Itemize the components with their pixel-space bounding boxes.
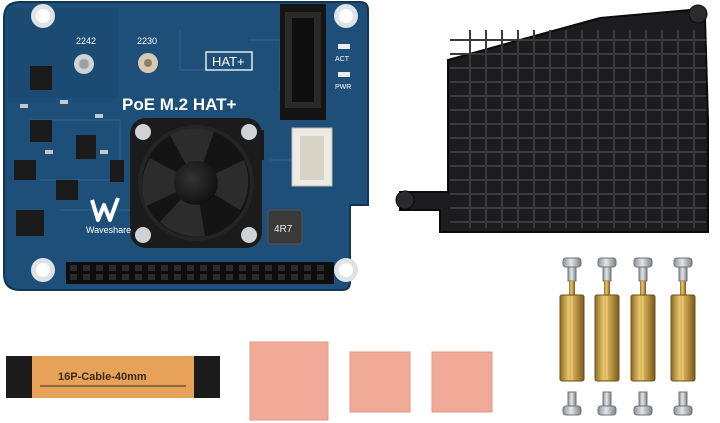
brass-standoff — [559, 281, 585, 382]
screw — [562, 391, 582, 416]
hat-tag-box — [205, 51, 253, 71]
thermal-pad — [249, 341, 329, 421]
thermal-pad — [431, 351, 493, 413]
hat-tag: HAT+ — [212, 54, 245, 69]
thermal-pads — [249, 341, 493, 421]
heatsink — [395, 4, 709, 233]
screw — [673, 391, 693, 416]
poe-m2-hat-board: 2242 2230 HAT+ PoE M.2 HAT+ ACT PWR — [3, 1, 369, 291]
brass-standoff — [594, 281, 620, 382]
standoff-2242-label: 2242 — [76, 36, 96, 46]
led-pwr-label: PWR — [335, 84, 351, 91]
screw — [633, 391, 653, 416]
fpc-cable: 16P-Cable-40mm — [6, 356, 220, 398]
mounting-holes — [31, 4, 358, 282]
brass-standoff — [630, 281, 656, 382]
cable-label: 16P-Cable-40mm — [58, 371, 147, 383]
screw — [673, 257, 693, 282]
thermal-pad — [349, 351, 411, 413]
inductor — [267, 209, 303, 245]
screw — [633, 257, 653, 282]
gpio-header — [66, 262, 334, 284]
brass-standoff — [670, 281, 696, 382]
standoffs-and-screws — [559, 257, 696, 416]
standoff-2230-label: 2230 — [137, 36, 157, 46]
led-act-label: ACT — [335, 56, 350, 63]
screw — [597, 391, 617, 416]
screw — [597, 257, 617, 282]
m2-slot — [280, 4, 326, 120]
cooling-fan — [130, 118, 262, 248]
board-title: PoE M.2 HAT+ — [122, 95, 237, 114]
inductor-code: 4R7 — [274, 224, 293, 235]
waveshare-logo: Waveshare — [86, 197, 131, 235]
brand-name: Waveshare — [86, 225, 131, 235]
screw — [562, 257, 582, 282]
